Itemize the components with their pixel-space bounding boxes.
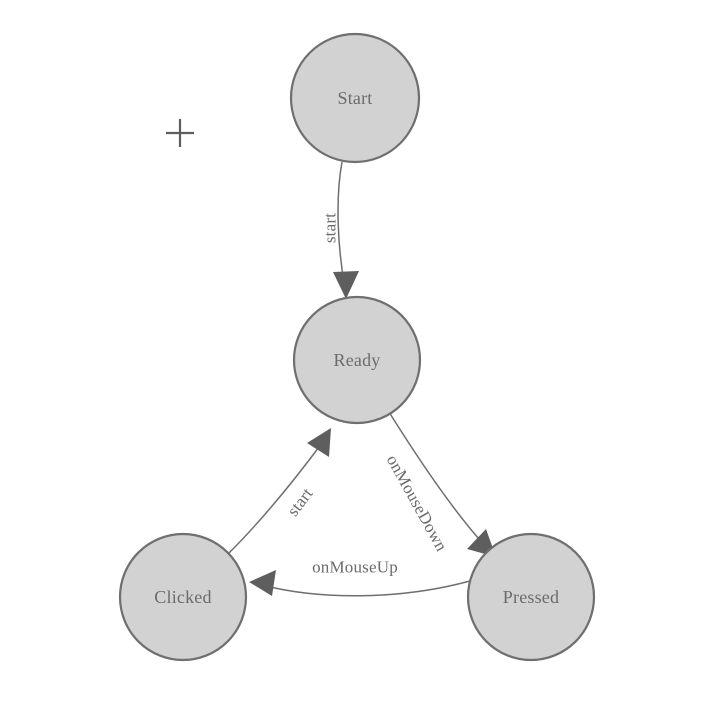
edge-pressed-to-clicked-arrowhead: [249, 570, 276, 596]
node-pressed[interactable]: Pressed: [466, 532, 596, 662]
node-start[interactable]: Start: [289, 32, 421, 164]
edge-pressed-to-clicked[interactable]: onMouseUp: [249, 558, 471, 597]
node-clicked[interactable]: Clicked: [118, 532, 248, 662]
edge-start-to-ready-arrowhead: [333, 271, 359, 299]
node-start-circle[interactable]: [289, 32, 421, 164]
edge-clicked-to-ready-label: start: [283, 484, 316, 520]
node-clicked-label: Clicked: [154, 587, 211, 607]
node-clicked-circle[interactable]: [118, 532, 248, 662]
edge-clicked-to-ready[interactable]: start: [228, 428, 331, 554]
edge-ready-to-pressed[interactable]: onMouseDown: [383, 411, 496, 557]
crosshair-icon: [166, 119, 194, 147]
edge-start-to-ready[interactable]: start: [321, 161, 360, 299]
edge-ready-to-pressed-path[interactable]: [388, 411, 488, 549]
edge-clicked-to-ready-path[interactable]: [228, 442, 323, 554]
edge-start-to-ready-label: start: [321, 213, 340, 243]
edge-ready-to-pressed-label: onMouseDown: [383, 452, 452, 555]
edge-pressed-to-clicked-path[interactable]: [261, 580, 471, 597]
edge-pressed-to-clicked-label: onMouseUp: [312, 558, 398, 577]
node-start-label: Start: [338, 88, 373, 108]
node-pressed-circle[interactable]: [466, 532, 596, 662]
edge-clicked-to-ready-arrowhead: [307, 428, 331, 457]
node-ready-label: Ready: [334, 350, 381, 370]
node-ready-circle[interactable]: [292, 295, 422, 425]
node-pressed-label: Pressed: [503, 587, 559, 607]
node-ready[interactable]: Ready: [292, 295, 422, 425]
